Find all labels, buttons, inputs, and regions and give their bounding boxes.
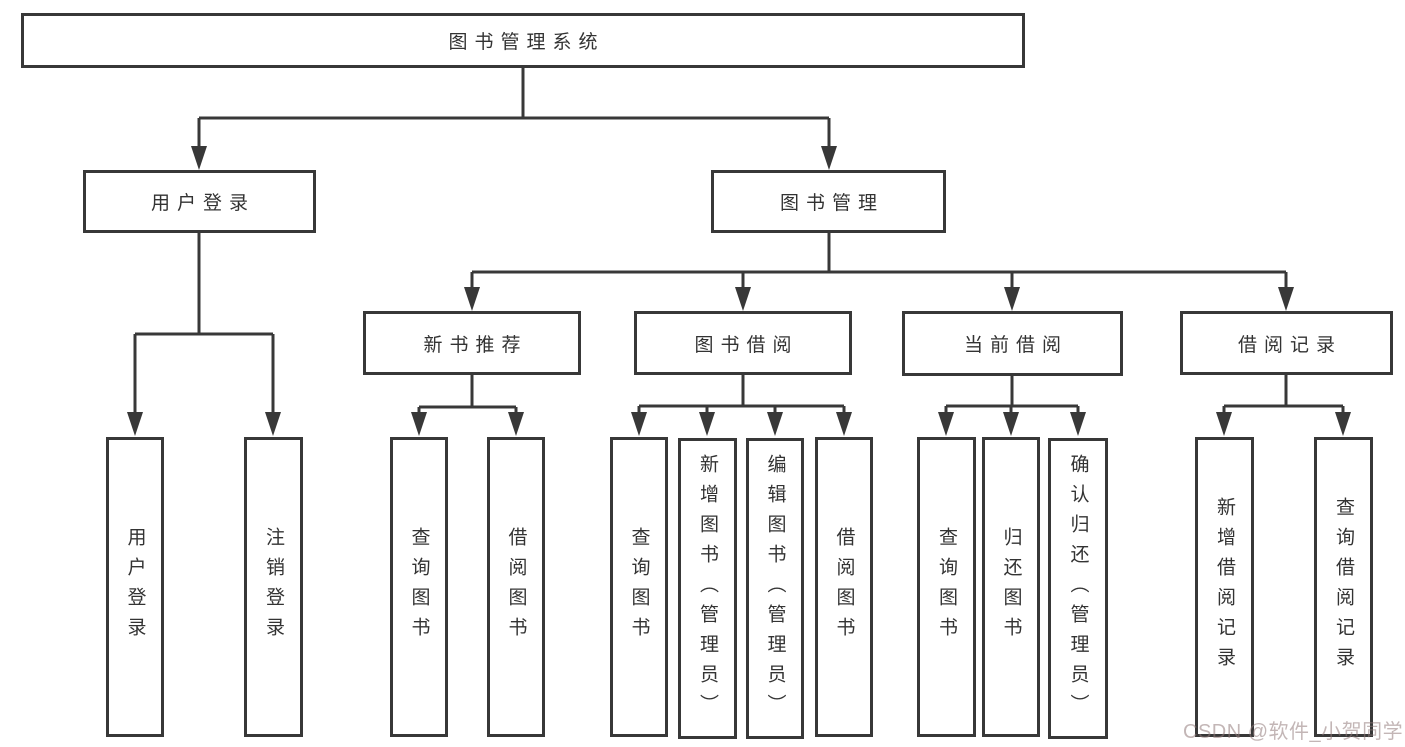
leaf-borrowing-query-book: 查询图书 (610, 437, 668, 737)
leaf-records-query-record: 查询借阅记录 (1314, 437, 1373, 737)
leaf-current-confirm-return: 确认归还（管理员） (1048, 438, 1108, 739)
leaf-recommend-query-book: 查询图书 (390, 437, 448, 737)
connector-path (133, 68, 1345, 414)
leaf-borrowing-add-book: 新增图书（管理员） (678, 438, 737, 739)
leaf-borrowing-borrow-book: 借阅图书 (815, 437, 873, 737)
leaf-current-query-book: 查询图书 (917, 437, 976, 737)
node-new-book-recommend: 新书推荐 (363, 311, 581, 375)
leaf-current-return-book: 归还图书 (982, 437, 1040, 737)
leaf-logout: 注销登录 (244, 437, 303, 737)
node-user-login: 用户登录 (83, 170, 316, 233)
csdn-watermark: CSDN @软件_小贺同学 (1183, 721, 1404, 743)
leaf-records-add-record: 新增借阅记录 (1195, 437, 1254, 737)
node-book-borrowing: 图书借阅 (634, 311, 852, 375)
leaf-borrowing-edit-book: 编辑图书（管理员） (746, 438, 804, 739)
node-library-system: 图书管理系统 (21, 13, 1025, 68)
node-borrowing-records: 借阅记录 (1180, 311, 1393, 375)
arrow-down-icons (127, 146, 1351, 436)
node-current-borrowing: 当前借阅 (902, 311, 1123, 376)
node-book-management: 图书管理 (711, 170, 946, 233)
leaf-recommend-borrow-book: 借阅图书 (487, 437, 545, 737)
leaf-user-login: 用户登录 (106, 437, 164, 737)
